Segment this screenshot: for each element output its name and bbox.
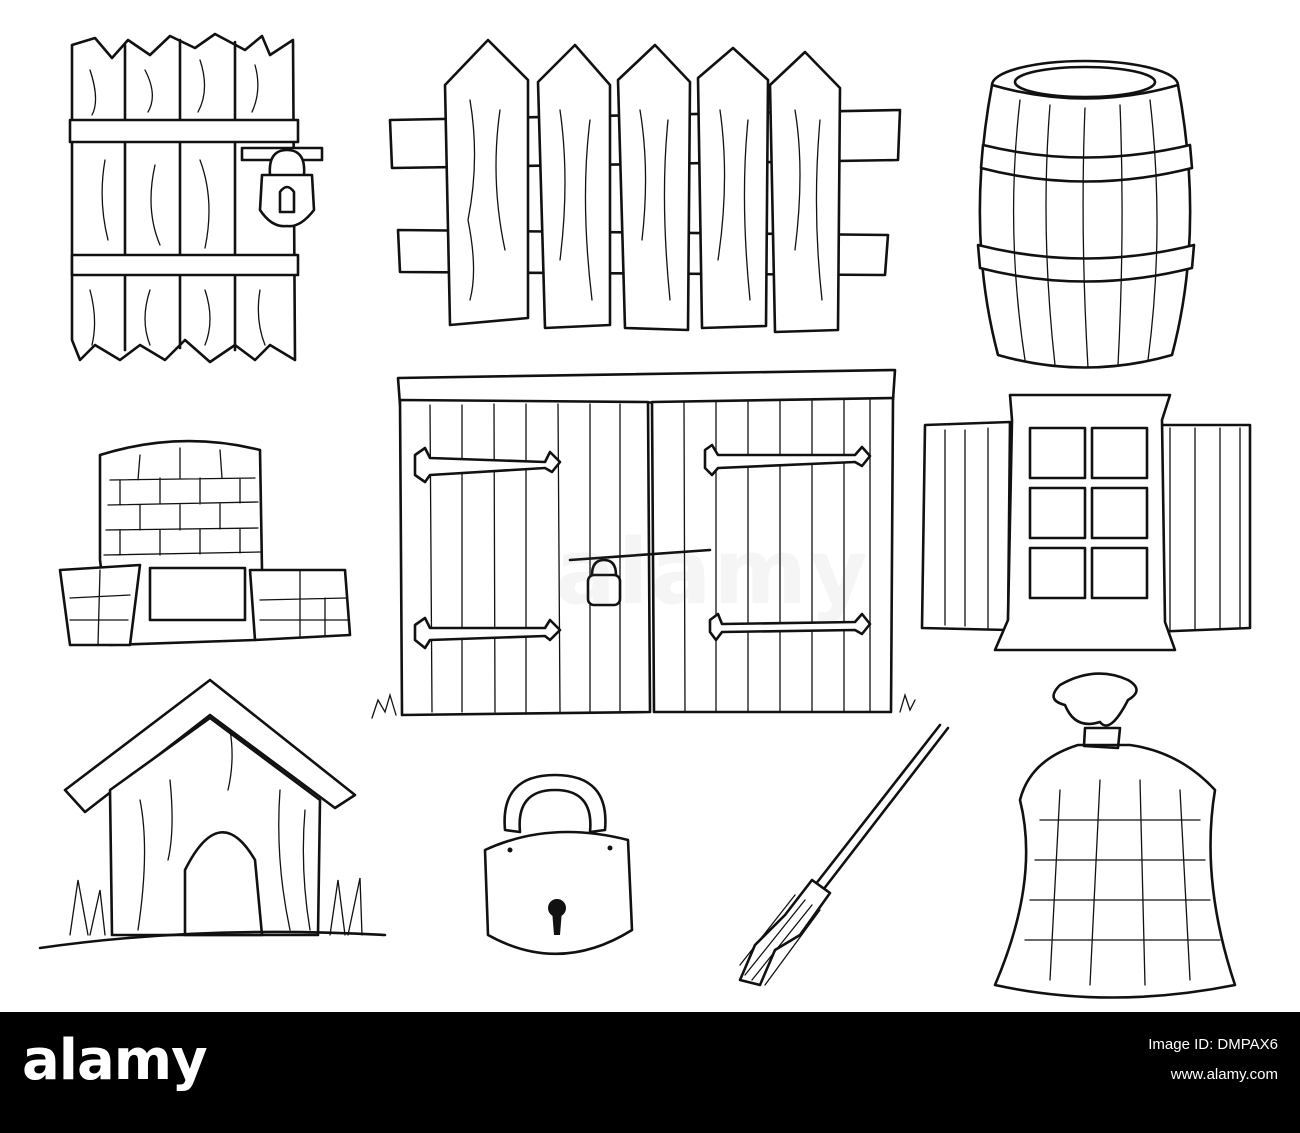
watermark-text: alamy [555,520,870,625]
double-wooden-gate-icon [371,368,916,719]
picket-fence-icon [388,38,902,334]
stone-well-icon [58,439,352,647]
padlock-icon [483,773,634,956]
broom-icon [738,723,950,987]
image-id-label: Image ID: DMPAX6 [1148,1036,1278,1053]
wooden-door-with-padlock-icon [68,32,324,364]
barrel-icon [976,59,1196,369]
sack-icon [993,672,1237,999]
illustration-svg [38,32,1252,999]
illustration-canvas: alamy [38,32,1252,999]
window-with-shutters-icon [920,393,1252,652]
footer-bar [0,1012,1300,1133]
site-url: www.alamy.com [1170,1066,1278,1083]
alamy-logo: alamy [22,1028,208,1093]
dog-house-icon [38,678,387,950]
